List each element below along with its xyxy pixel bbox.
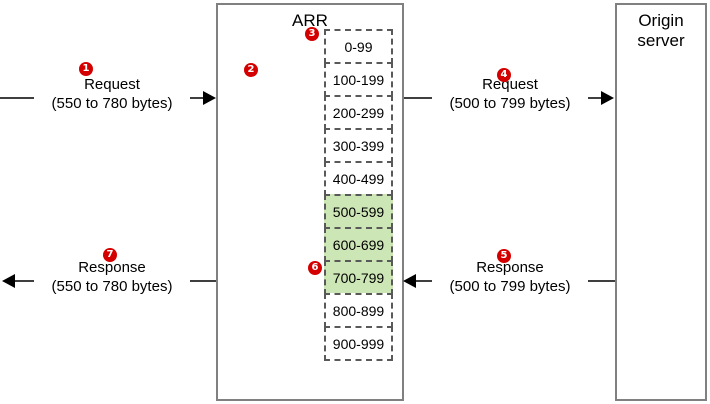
- origin-server-node-box: Origin server: [615, 3, 707, 401]
- origin-response-line-left: [415, 280, 445, 282]
- segment-700-799: 700-799: [324, 260, 393, 295]
- segment-label: 300-399: [332, 137, 385, 154]
- segment-label: 200-299: [332, 104, 385, 121]
- origin-request-label-line2: (500 to 799 bytes): [449, 95, 571, 112]
- client-response-line-right: [174, 280, 216, 282]
- client-request-line-left: [0, 97, 44, 99]
- segment-label: 700-799: [332, 269, 385, 286]
- segment-500-599: 500-599: [324, 194, 393, 229]
- segment-label: 500-599: [332, 203, 385, 220]
- client-request-label: Request (550 to 780 bytes): [34, 75, 190, 113]
- segment-200-299: 200-299: [324, 95, 393, 130]
- segment-label: 0-99: [344, 38, 373, 55]
- origin-server-node-title: Origin server: [637, 11, 685, 50]
- step-badge-5: 5: [497, 249, 511, 263]
- client-response-label-line2: (550 to 780 bytes): [51, 278, 173, 295]
- origin-request-label-line1: Request: [482, 76, 538, 93]
- origin-response-line-right: [572, 280, 615, 282]
- segment-label: 600-699: [332, 236, 385, 253]
- step-badge-2: 2: [244, 63, 258, 77]
- segment-label: 900-999: [332, 335, 385, 352]
- segment-800-899: 800-899: [324, 293, 393, 328]
- byte-range-segment-stack: 0-99 100-199 200-299 300-399 400-499 500…: [324, 29, 393, 361]
- origin-request-line-left: [404, 97, 444, 99]
- segment-400-499: 400-499: [324, 161, 393, 196]
- segment-600-699: 600-699: [324, 227, 393, 262]
- origin-response-label-line1: Response: [476, 259, 544, 276]
- client-response-label-line1: Response: [78, 259, 146, 276]
- origin-request-label: Request (500 to 799 bytes): [432, 75, 588, 113]
- segment-300-399: 300-399: [324, 128, 393, 163]
- step-badge-4: 4: [497, 68, 511, 82]
- step-badge-3: 3: [305, 27, 319, 41]
- segment-100-199: 100-199: [324, 62, 393, 97]
- client-request-label-line1: Request: [84, 76, 140, 93]
- origin-response-arrowhead: [403, 274, 416, 288]
- origin-request-arrowhead: [601, 91, 614, 105]
- client-response-line-left: [14, 280, 44, 282]
- client-response-arrowhead: [2, 274, 15, 288]
- step-badge-7: 7: [103, 248, 117, 262]
- client-request-arrowhead: [203, 91, 216, 105]
- origin-response-label: Response (500 to 799 bytes): [432, 258, 588, 296]
- step-badge-6: 6: [308, 261, 322, 275]
- client-request-label-line2: (550 to 780 bytes): [51, 95, 173, 112]
- segment-900-999: 900-999: [324, 326, 393, 361]
- step-badge-1: 1: [79, 62, 93, 76]
- segment-label: 800-899: [332, 302, 385, 319]
- origin-response-label-line2: (500 to 799 bytes): [449, 278, 571, 295]
- segment-label: 100-199: [332, 71, 385, 88]
- client-response-label: Response (550 to 780 bytes): [34, 258, 190, 296]
- arr-node-title: ARR: [292, 11, 328, 30]
- segment-label: 400-499: [332, 170, 385, 187]
- segment-0-99: 0-99: [324, 29, 393, 64]
